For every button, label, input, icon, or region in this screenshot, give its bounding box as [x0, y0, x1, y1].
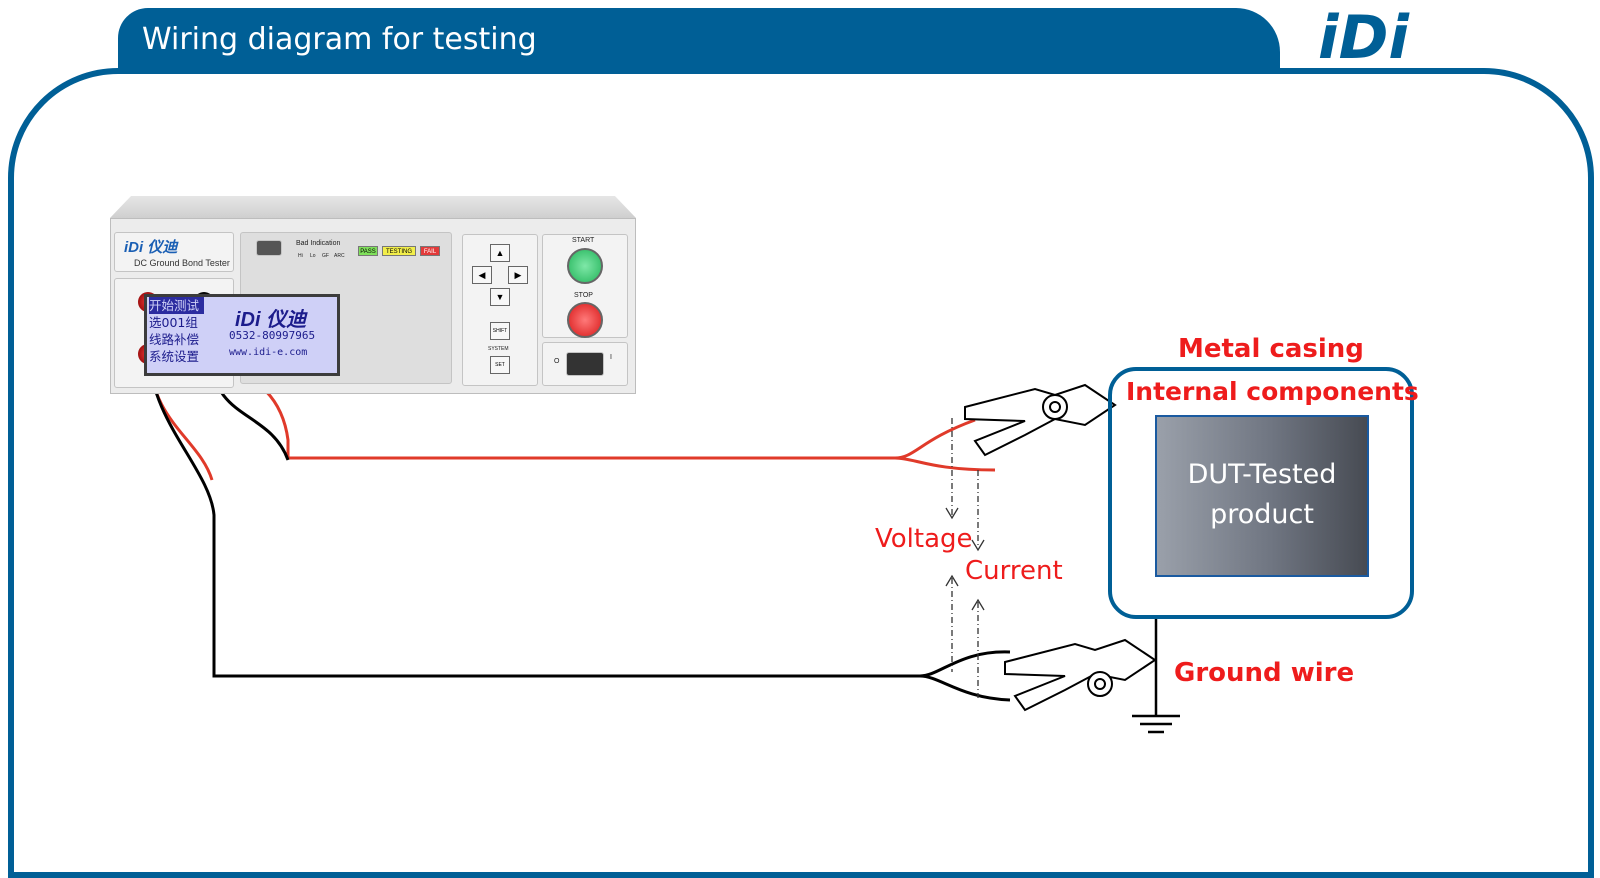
voltage-label: Voltage [875, 524, 973, 554]
metal-casing-label: Metal casing [1178, 334, 1364, 364]
fail-indicator: FAIL [420, 246, 440, 256]
up-arrow-icon[interactable]: ▲ [490, 244, 510, 262]
metal-casing-outline [1108, 367, 1414, 619]
ground-wire-label: Ground wire [1174, 658, 1355, 688]
stop-label: STOP [574, 292, 593, 299]
svg-text:iDi: iDi [1318, 4, 1410, 68]
power-off-label: O [554, 358, 560, 365]
voltage-current-arrows [951, 418, 979, 698]
testing-indicator: TESTING [382, 246, 416, 256]
ground-symbol-icon [1132, 714, 1180, 734]
lcd-phone: 0532-80997965 [229, 329, 316, 342]
start-label: START [572, 237, 595, 244]
usb-port-icon[interactable] [256, 240, 282, 256]
internal-components-label: Internal components [1126, 377, 1419, 406]
indicator-arc: ARC [334, 253, 345, 259]
instrument-top [110, 196, 636, 218]
stop-button[interactable] [567, 302, 603, 338]
start-button[interactable] [567, 248, 603, 284]
current-label: Current [965, 556, 1063, 586]
indicator-lo: Lo [310, 253, 316, 259]
down-arrow-icon[interactable]: ▼ [490, 288, 510, 306]
red-wire-main [288, 418, 996, 472]
lcd-menu-item: 选001组 [149, 315, 198, 330]
pass-indicator: PASS [358, 246, 378, 256]
upper-clamp [964, 383, 1117, 457]
dut-box: DUT-Tested product [1155, 415, 1369, 577]
power-switch[interactable] [566, 352, 604, 376]
lower-clamp [1004, 638, 1157, 712]
bad-indication-label: Bad Indication [296, 240, 341, 247]
header-bar [118, 8, 1280, 72]
indicator-gf: GF [322, 253, 329, 259]
right-arrow-icon[interactable]: ▶ [508, 266, 528, 284]
shift-button[interactable]: SHIFT [490, 322, 510, 340]
lcd-menu-item: 开始测试 [149, 297, 204, 314]
lcd-menu-item: 系统设置 [149, 349, 200, 364]
system-label: SYSTEM [488, 346, 509, 352]
page-title: Wiring diagram for testing [142, 22, 537, 57]
indicator-hi: Hi [298, 253, 303, 259]
left-arrow-icon[interactable]: ◀ [472, 266, 492, 284]
lcd-brand: iDi 仪迪 [235, 309, 307, 331]
wiring-diagram [148, 354, 1180, 734]
brand-panel [114, 232, 234, 272]
lcd-menu-item: 线路补偿 [149, 332, 200, 347]
set-button[interactable]: SET [490, 356, 510, 374]
lcd-menu: 开始测试 选001组 线路补偿 系统设置 [149, 297, 204, 365]
idi-logo: iDi [1318, 4, 1410, 68]
dut-label: DUT-Tested product [1187, 459, 1337, 530]
black-wire-split [919, 650, 1011, 702]
instrument-model: DC Ground Bond Tester [134, 258, 230, 268]
lcd-website: www.idi-e.com [229, 347, 308, 358]
lcd-screen: 开始测试 选001组 线路补偿 系统设置 iDi 仪迪 0532-8099796… [144, 294, 340, 376]
power-on-label: I [610, 354, 612, 361]
black-wire-source [148, 355, 920, 678]
instrument-brand: iDi 仪迪 [124, 239, 178, 256]
